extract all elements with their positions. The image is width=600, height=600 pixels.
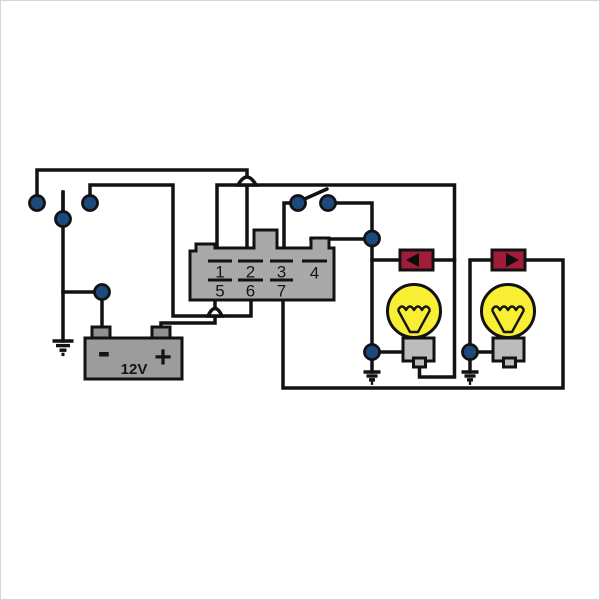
switch-right-contact-dot bbox=[319, 194, 337, 212]
pin1-label: 1 bbox=[215, 263, 224, 282]
right-lamp-ground-dot bbox=[461, 343, 479, 361]
wire-pin7-bottom-rail bbox=[281, 258, 565, 390]
battery-neg-junction-dot bbox=[93, 283, 111, 301]
spdt-left-contact-dot bbox=[28, 194, 46, 212]
hop-crossing-bottom bbox=[205, 306, 225, 318]
ground-symbol-left bbox=[52, 339, 74, 357]
pin5-label: 5 bbox=[215, 282, 224, 301]
diode-right bbox=[490, 248, 527, 272]
pin6-label: 6 bbox=[246, 282, 255, 301]
battery-minus-symbol: - bbox=[98, 331, 111, 373]
wire-switch-to-left-lamp bbox=[326, 201, 374, 374]
pin2-label: 2 bbox=[246, 263, 255, 282]
wire-spdt-to-pin2 bbox=[35, 168, 249, 249]
wire-pin1-rail bbox=[215, 183, 457, 379]
spdt-right-contact-dot bbox=[81, 194, 99, 212]
connector-block: 1 2 3 4 5 6 7 bbox=[188, 228, 336, 302]
pin3-label: 3 bbox=[277, 263, 286, 282]
bulb-left-filament bbox=[396, 305, 432, 334]
switch-left-contact-dot bbox=[289, 194, 307, 212]
ground-symbol-right-lamp bbox=[461, 370, 479, 385]
bulb-left-base-tab bbox=[412, 356, 427, 369]
battery: - + 12V bbox=[83, 325, 184, 381]
bulb-right-filament bbox=[490, 305, 526, 334]
pin4-label: 4 bbox=[310, 264, 319, 283]
wire-spdt-to-pin6 bbox=[88, 183, 253, 318]
diode-left-arrow-icon bbox=[406, 253, 419, 267]
battery-voltage-label: 12V bbox=[121, 361, 148, 378]
left-lamp-ground-dot bbox=[363, 343, 381, 361]
bulb-right bbox=[480, 283, 536, 369]
wire-right-diode-left-lead bbox=[468, 258, 495, 374]
battery-plus-symbol: + bbox=[154, 341, 172, 374]
hop-crossing-top bbox=[235, 175, 259, 187]
bulb-left bbox=[386, 283, 442, 369]
diode-right-arrow-icon bbox=[506, 253, 519, 267]
pin7-label: 7 bbox=[277, 282, 286, 301]
diode-left bbox=[398, 248, 435, 272]
connector-body bbox=[188, 228, 336, 302]
junction-dots bbox=[28, 194, 479, 361]
battery-body bbox=[83, 336, 184, 381]
pin4-junction-dot bbox=[363, 229, 381, 248]
spdt-pole-dot bbox=[54, 210, 72, 228]
bulb-right-base-tab bbox=[502, 356, 517, 369]
ground-symbol-left-lamp bbox=[363, 370, 381, 385]
